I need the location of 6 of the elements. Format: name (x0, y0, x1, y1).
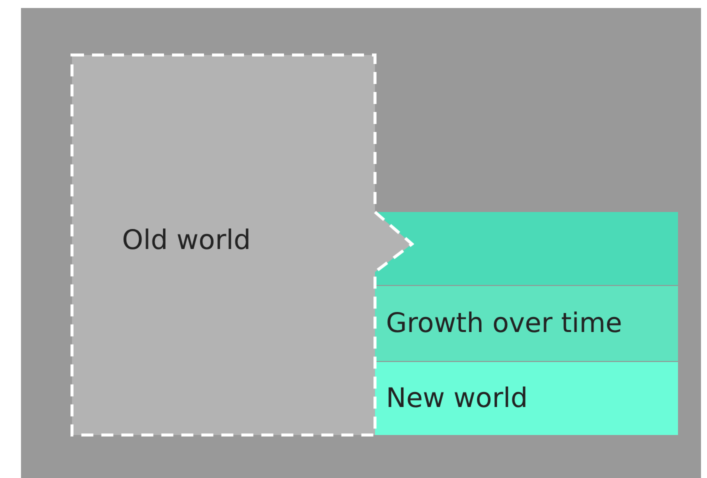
region-label: Old world (122, 225, 251, 256)
stage-band (375, 285, 678, 361)
stage-band (375, 212, 678, 285)
stage-band (375, 361, 678, 435)
band-label: New world (386, 383, 528, 414)
band-label: Growth over time (386, 308, 622, 339)
